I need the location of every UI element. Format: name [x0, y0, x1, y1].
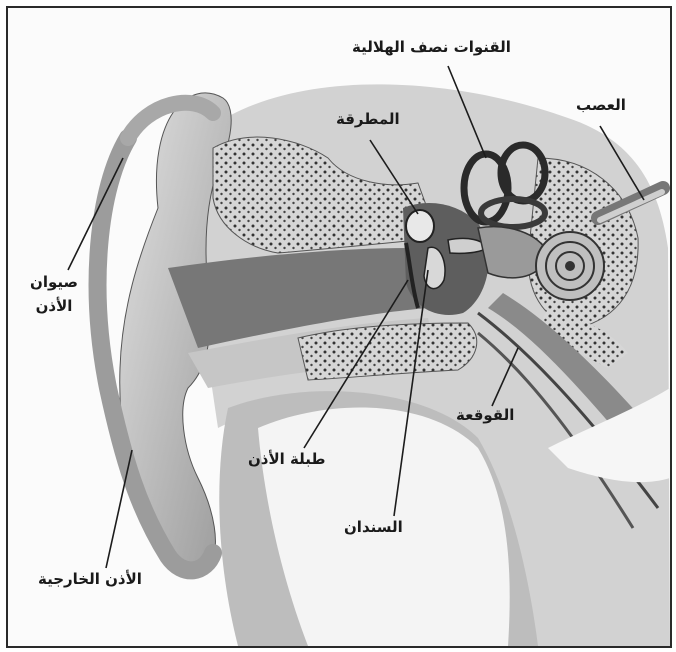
diagram-frame: القنوات نصف الهلالية العصب المطرقة صيوان… — [6, 6, 672, 648]
label-hammer: المطرقة — [336, 110, 400, 128]
label-semicircular-canals: القنوات نصف الهلالية — [352, 38, 511, 56]
ear-anatomy-illustration — [8, 8, 670, 646]
label-nerve: العصب — [576, 96, 626, 114]
cochlea-core — [565, 261, 575, 271]
label-eardrum: طبلة الأذن — [248, 450, 326, 468]
label-auricle-line2: الأذن — [22, 294, 86, 318]
label-auricle-line1: صيوان — [22, 270, 86, 294]
hammer-shape — [406, 210, 434, 242]
label-auricle: صيوان الأذن — [22, 270, 86, 318]
label-anvil: السندان — [344, 518, 403, 536]
label-cochlea: القوقعة — [456, 406, 514, 424]
label-outer-ear: الأذن الخارجية — [38, 570, 142, 588]
